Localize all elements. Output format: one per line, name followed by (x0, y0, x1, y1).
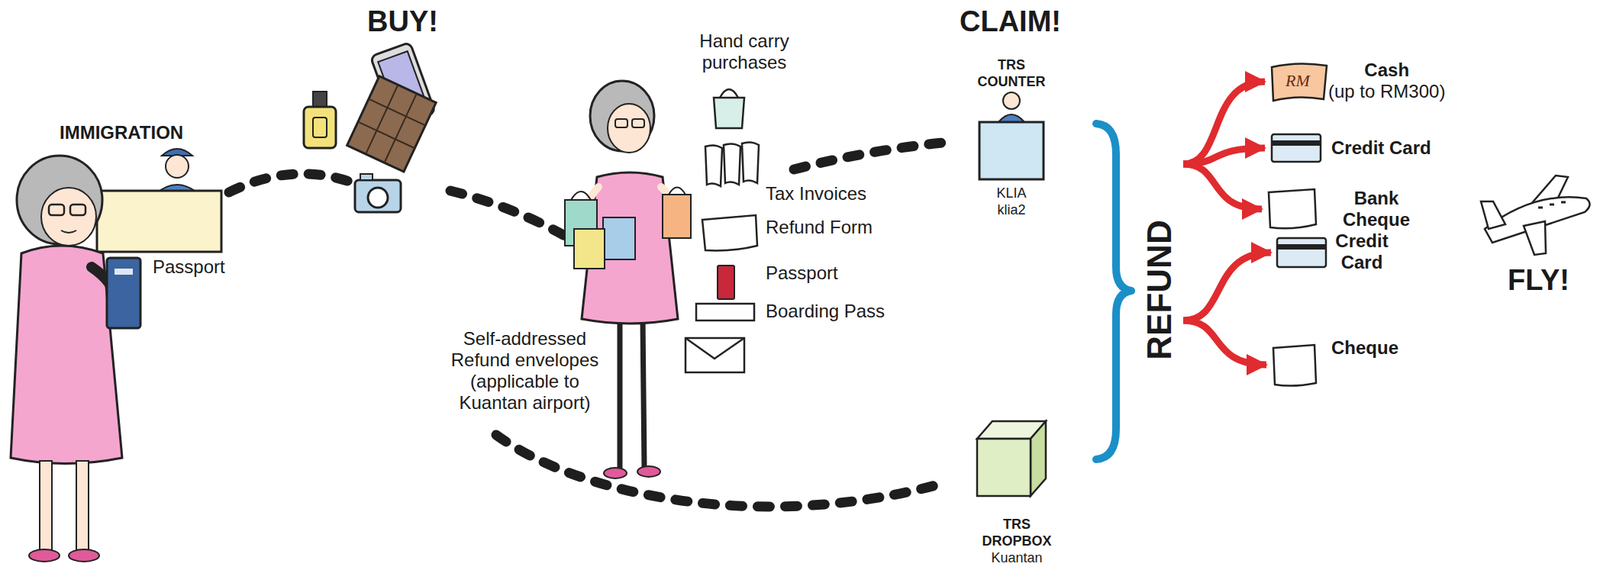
item-label: Passport (152, 256, 226, 278)
refund-option: Credit Card (1267, 137, 1432, 159)
cheque-icon (1273, 345, 1317, 387)
step-heading: CLAIM! (959, 4, 1062, 39)
shopping-bag (574, 229, 605, 269)
plane-wing (1523, 221, 1546, 255)
mouth (61, 230, 77, 233)
currency-mark: RM (1285, 71, 1310, 91)
item-label: Boarding Pass (765, 300, 885, 323)
immigration-desk (96, 190, 222, 252)
airport-name: Kuantan (990, 549, 1042, 567)
option-name: Bank Cheque (1334, 187, 1419, 231)
refund-arrow (1183, 164, 1262, 210)
step-heading: FLY! (1507, 263, 1570, 297)
item-label: Passport (765, 262, 839, 284)
refund-word: REFUND (1140, 219, 1179, 360)
dropbox-side (1030, 421, 1046, 497)
brace (1096, 123, 1132, 460)
refund-band: REFUND (1135, 129, 1184, 451)
envelope-flap (685, 338, 745, 359)
bag-handle (719, 89, 739, 98)
refund-arrow (1183, 81, 1265, 165)
cheque-icon (1268, 189, 1317, 229)
item-label: Refund Form (765, 216, 873, 239)
dropbox-front (977, 438, 1031, 497)
glasses (615, 119, 628, 128)
refund-arrow (1183, 148, 1265, 165)
woman-face (41, 187, 97, 246)
trs-counter: TRS COUNTER KLIA klia2 (965, 56, 1058, 219)
passport-mark (114, 268, 133, 275)
plane-windows (1538, 202, 1566, 208)
perfume-label (312, 117, 327, 138)
option-limit: (up to RM300) (1328, 80, 1446, 103)
trs-dropbox: TRS DROPBOXKuantan (963, 416, 1071, 567)
invoice-icon (705, 145, 723, 187)
item-label: Hand carry purchases (690, 30, 798, 74)
card-stripe (1277, 244, 1326, 250)
glasses (70, 204, 86, 216)
camera-lens (367, 187, 388, 208)
footprints (496, 435, 947, 507)
glasses (632, 119, 645, 128)
woman-shoe (603, 467, 627, 479)
invoice-icon (723, 143, 741, 185)
officer-head (165, 154, 189, 178)
woman-shoe (29, 549, 60, 562)
refund-option: Credit Card (1273, 230, 1393, 274)
perfume-cap (312, 91, 327, 107)
dropbox-title: TRS DROPBOX (978, 516, 1055, 550)
refund-arrow (1183, 252, 1271, 321)
boarding-pass-icon (696, 303, 755, 321)
staff-head (1003, 92, 1020, 110)
shopping-bag (603, 217, 636, 260)
woman-leg (39, 461, 52, 552)
option-name: Cheque (1331, 337, 1399, 359)
counter-desk (979, 122, 1044, 180)
footprints (793, 141, 951, 170)
footprints (229, 174, 350, 193)
card-icon (1277, 238, 1326, 268)
camera (354, 180, 401, 213)
chocolate-bar (347, 76, 437, 172)
item-label: Tax Invoices (765, 183, 867, 205)
woman-shoe (68, 549, 100, 562)
envelope-icon (685, 338, 745, 373)
shopping-bag (662, 194, 691, 239)
woman-leg (76, 461, 89, 552)
chocolate-grid (347, 76, 437, 172)
plane-tail (1480, 201, 1506, 230)
card-stripe (1271, 140, 1321, 146)
perfume-bottle (303, 106, 336, 149)
option-name: Credit Card (1331, 137, 1432, 159)
bag-handle (570, 191, 591, 200)
refund-option: Bank Cheque (1264, 187, 1419, 231)
woman-dress (10, 245, 123, 465)
woman-leg (642, 319, 645, 468)
passport-book (106, 258, 141, 329)
woman-face (607, 103, 651, 153)
bag-handle (668, 187, 686, 196)
woman-shoe (637, 466, 661, 478)
woman-leg (617, 319, 623, 469)
passport-icon (717, 265, 735, 300)
item-label: Self-addressed Refund envelopes (applica… (438, 328, 611, 414)
counter-title: TRS COUNTER (973, 56, 1050, 91)
bag-icon (713, 97, 745, 129)
option-name: Credit Card (1331, 230, 1393, 274)
form-icon (702, 215, 758, 251)
step-heading: BUY! (367, 4, 439, 39)
invoice-icon (741, 141, 759, 184)
card-icon (1271, 134, 1321, 162)
airport-name: KLIA klia2 (988, 184, 1035, 219)
cash-icon (1271, 63, 1327, 101)
refund-arrow (1183, 320, 1267, 365)
camera-button (360, 174, 373, 181)
place-label: IMMIGRATION (59, 122, 184, 144)
chocolate (347, 76, 437, 172)
glasses (48, 204, 65, 216)
refund-option: Cheque (1268, 337, 1399, 390)
option-name: Cash (1364, 59, 1410, 81)
